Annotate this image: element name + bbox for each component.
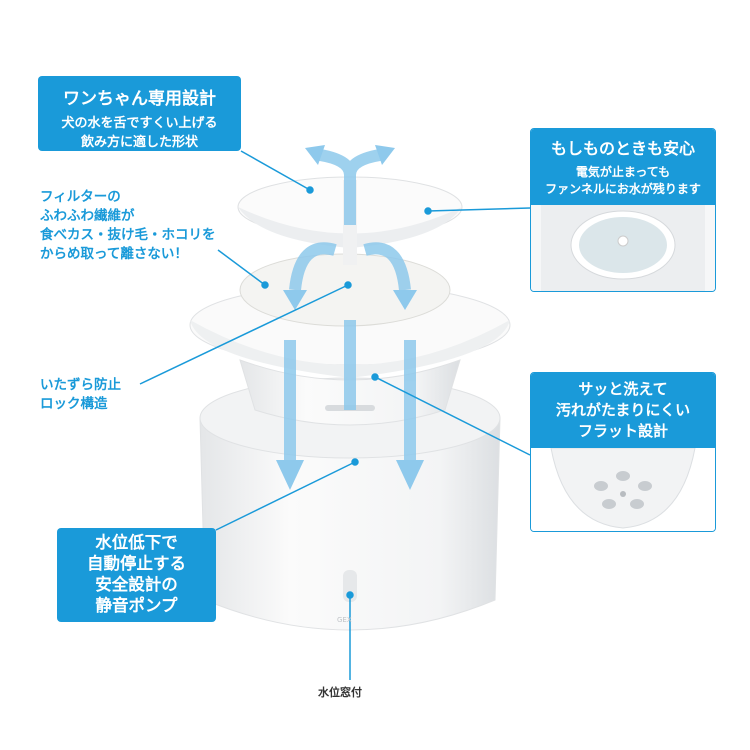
callout-line: フィルターの [40, 189, 121, 205]
callout-line: フラット設計 [577, 422, 668, 440]
callout-line: からめ取って離さない！ [40, 246, 188, 262]
callout-title: ワンちゃん専用設計 [63, 89, 216, 109]
callout-line: 安全設計の [95, 575, 178, 594]
callout-line: いたずら防止 [40, 377, 121, 393]
callout-title: もしものときも安心 [550, 139, 695, 158]
callout-line: 水位低下で [95, 533, 178, 552]
callout-line: 飲み方に適した形状 [80, 135, 198, 150]
callout-line: 犬の水を舌ですくい上げる [61, 116, 218, 131]
callout-line: サッと洗えて [578, 380, 668, 398]
water-window-label: 水位窓付 [318, 686, 362, 699]
callout-line: 静音ポンプ [95, 596, 178, 615]
callout-filter: フィルターの ふわふわ繊維が 食べカス・抜け毛・ホコリを からめ取って離さない！ [40, 188, 216, 264]
callout-line: ロック構造 [40, 396, 108, 412]
arrow-heads [276, 145, 424, 490]
brand-logo: GEX [337, 616, 352, 624]
callout-line: 自動停止する [87, 554, 186, 573]
callout-line: ふわふわ繊維が [40, 208, 135, 224]
callout-flat: サッと洗えて 汚れがたまりにくい フラット設計 [530, 372, 716, 532]
callout-lock: いたずら防止 ロック構造 [40, 376, 121, 414]
callout-line: 電気が止まっても [575, 165, 671, 179]
callout-line: 食べカス・抜け毛・ホコリを [40, 227, 216, 243]
leader-lines [139, 150, 531, 680]
callout-line: 汚れがたまりにくい [555, 401, 691, 419]
callout-dog-design: ワンちゃん専用設計 犬の水を舌ですくい上げる 飲み方に適した形状 [38, 76, 241, 151]
callout-pump: 水位低下で 自動停止する 安全設計の 静音ポンプ [57, 528, 216, 622]
bowl-bottom-closeup-image [531, 448, 715, 531]
callout-line: ファンネルにお水が残ります [545, 182, 701, 196]
funnel-closeup-image [531, 205, 715, 291]
water-flow-arrows [284, 149, 416, 460]
callout-safety: もしものときも安心 電気が止まっても ファンネルにお水が残ります [530, 128, 716, 292]
